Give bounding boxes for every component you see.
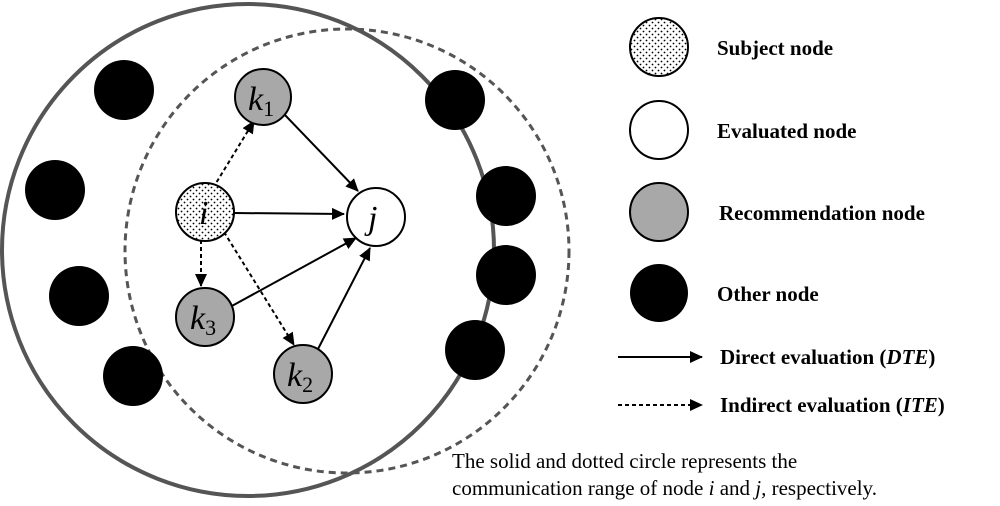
svg-text:k2: k2 bbox=[287, 357, 313, 397]
other-node bbox=[49, 266, 109, 326]
node-k1: k1 bbox=[234, 68, 292, 126]
other-node bbox=[103, 346, 163, 406]
communication-range-j-dotted-circle bbox=[123, 27, 571, 475]
legend-other-swatch bbox=[630, 264, 688, 322]
recommendation-node bbox=[273, 344, 333, 404]
legend-recommendation-label: Recommendation node bbox=[719, 201, 925, 225]
other-node bbox=[445, 320, 505, 380]
caption-line-2: communication range of node i and j, res… bbox=[452, 476, 877, 500]
evaluated-node bbox=[346, 187, 406, 247]
node-j-label: j bbox=[364, 200, 377, 237]
node-k2: k2 bbox=[273, 344, 333, 404]
figure-caption: The solid and dotted circle represents t… bbox=[452, 448, 992, 502]
edge-i-k2-indirect bbox=[223, 231, 295, 346]
other-node bbox=[94, 60, 154, 120]
legend-indirect-label: Indirect evaluation (ITE) bbox=[720, 393, 945, 417]
legend-evaluated-swatch bbox=[629, 100, 689, 160]
node-i: i bbox=[175, 182, 235, 242]
recommendation-node bbox=[175, 287, 235, 347]
edge-i-k1-indirect bbox=[212, 120, 255, 189]
legend: Subject node Evaluated node Recommendati… bbox=[618, 17, 945, 417]
legend-other-label: Other node bbox=[717, 282, 819, 306]
subject-node bbox=[175, 182, 235, 242]
svg-text:k3: k3 bbox=[190, 300, 216, 340]
svg-text:k1: k1 bbox=[248, 81, 274, 121]
node-i-label: i bbox=[199, 195, 208, 232]
legend-direct-label: Direct evaluation (DTE) bbox=[720, 345, 935, 369]
edge-k1-j-direct bbox=[283, 113, 359, 192]
other-nodes bbox=[25, 60, 536, 406]
edge-k2-j-direct bbox=[317, 247, 371, 350]
other-node bbox=[25, 160, 85, 220]
edges bbox=[195, 113, 371, 350]
edge-k3-j-direct bbox=[229, 237, 357, 308]
caption-line-1: The solid and dotted circle represents t… bbox=[452, 449, 798, 473]
other-node bbox=[476, 166, 536, 226]
other-node bbox=[476, 245, 536, 305]
legend-subject-swatch bbox=[629, 17, 689, 77]
edge-i-j-direct bbox=[233, 207, 345, 220]
legend-evaluated-label: Evaluated node bbox=[717, 119, 856, 143]
recommendation-node bbox=[234, 68, 292, 126]
node-j: j bbox=[346, 187, 406, 247]
other-node bbox=[425, 70, 485, 130]
legend-subject-label: Subject node bbox=[717, 36, 833, 60]
node-k3: k3 bbox=[175, 287, 235, 347]
legend-recommendation-swatch bbox=[629, 182, 689, 242]
